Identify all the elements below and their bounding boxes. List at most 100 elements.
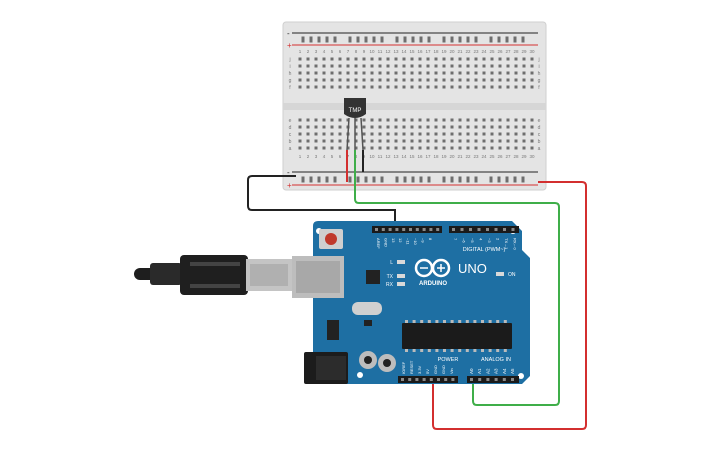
breadboard-hole[interactable] bbox=[394, 118, 398, 122]
breadboard-hole[interactable] bbox=[378, 118, 382, 122]
breadboard-hole[interactable] bbox=[410, 146, 414, 150]
breadboard-hole[interactable] bbox=[386, 139, 390, 143]
rail-hole[interactable] bbox=[489, 39, 493, 43]
rail-hole[interactable] bbox=[474, 36, 478, 40]
breadboard-hole[interactable] bbox=[402, 132, 406, 136]
rail-hole[interactable] bbox=[348, 39, 352, 43]
breadboard-hole[interactable] bbox=[458, 57, 462, 61]
rail-hole[interactable] bbox=[521, 36, 525, 40]
header-pin[interactable] bbox=[429, 378, 433, 381]
header-pin[interactable] bbox=[470, 378, 473, 381]
breadboard-hole[interactable] bbox=[346, 64, 350, 68]
rail-hole[interactable] bbox=[348, 176, 352, 180]
breadboard-hole[interactable] bbox=[354, 57, 358, 61]
breadboard-hole[interactable] bbox=[362, 64, 366, 68]
breadboard-hole[interactable] bbox=[378, 78, 382, 82]
rail-hole[interactable] bbox=[403, 179, 407, 183]
breadboard-hole[interactable] bbox=[330, 125, 334, 129]
breadboard-hole[interactable] bbox=[338, 132, 342, 136]
breadboard-hole[interactable] bbox=[442, 71, 446, 75]
header-pin[interactable] bbox=[494, 378, 498, 381]
breadboard-hole[interactable] bbox=[338, 118, 342, 122]
breadboard-hole[interactable] bbox=[490, 64, 494, 68]
rail-hole[interactable] bbox=[489, 36, 493, 40]
header-pin[interactable] bbox=[494, 228, 498, 231]
breadboard-hole[interactable] bbox=[362, 146, 366, 150]
breadboard-hole[interactable] bbox=[298, 85, 302, 89]
breadboard-hole[interactable] bbox=[442, 57, 446, 61]
breadboard-hole[interactable] bbox=[530, 146, 534, 150]
rail-hole[interactable] bbox=[411, 39, 415, 43]
breadboard-hole[interactable] bbox=[450, 139, 454, 143]
breadboard-hole[interactable] bbox=[530, 85, 534, 89]
rail-hole[interactable] bbox=[411, 179, 415, 183]
rail-hole[interactable] bbox=[458, 179, 462, 183]
header-pin[interactable] bbox=[469, 228, 472, 231]
rail-hole[interactable] bbox=[301, 179, 305, 183]
breadboard-hole[interactable] bbox=[450, 85, 454, 89]
breadboard-hole[interactable] bbox=[354, 146, 358, 150]
breadboard-hole[interactable] bbox=[346, 146, 350, 150]
breadboard-hole[interactable] bbox=[362, 85, 366, 89]
breadboard-hole[interactable] bbox=[522, 57, 526, 61]
breadboard-hole[interactable] bbox=[362, 132, 366, 136]
rail-hole[interactable] bbox=[309, 36, 313, 40]
breadboard-hole[interactable] bbox=[354, 118, 358, 122]
breadboard-hole[interactable] bbox=[362, 78, 366, 82]
breadboard-hole[interactable] bbox=[410, 57, 414, 61]
rail-hole[interactable] bbox=[505, 36, 509, 40]
rail-hole[interactable] bbox=[380, 179, 384, 183]
breadboard-hole[interactable] bbox=[370, 64, 374, 68]
rail-hole[interactable] bbox=[497, 179, 501, 183]
breadboard-hole[interactable] bbox=[514, 78, 518, 82]
breadboard[interactable]: - + - + 11223344556677889910101111121213… bbox=[282, 21, 547, 191]
breadboard-hole[interactable] bbox=[370, 71, 374, 75]
header-pin[interactable] bbox=[437, 378, 440, 381]
breadboard-hole[interactable] bbox=[410, 125, 414, 129]
breadboard-hole[interactable] bbox=[466, 64, 470, 68]
breadboard-hole[interactable] bbox=[482, 139, 486, 143]
header-pin[interactable] bbox=[388, 228, 392, 231]
breadboard-hole[interactable] bbox=[434, 118, 438, 122]
breadboard-hole[interactable] bbox=[474, 57, 478, 61]
rail-hole[interactable] bbox=[497, 39, 501, 43]
rail-hole[interactable] bbox=[325, 176, 329, 180]
breadboard-hole[interactable] bbox=[522, 125, 526, 129]
breadboard-hole[interactable] bbox=[418, 57, 422, 61]
breadboard-hole[interactable] bbox=[354, 125, 358, 129]
rail-hole[interactable] bbox=[372, 176, 376, 180]
breadboard-hole[interactable] bbox=[498, 139, 502, 143]
breadboard-hole[interactable] bbox=[442, 125, 446, 129]
breadboard-hole[interactable] bbox=[514, 125, 518, 129]
header-pin[interactable] bbox=[381, 228, 385, 231]
rail-hole[interactable] bbox=[427, 39, 431, 43]
breadboard-hole[interactable] bbox=[346, 85, 350, 89]
breadboard-hole[interactable] bbox=[330, 71, 334, 75]
breadboard-hole[interactable] bbox=[450, 125, 454, 129]
breadboard-hole[interactable] bbox=[306, 57, 310, 61]
rail-hole[interactable] bbox=[356, 39, 360, 43]
breadboard-hole[interactable] bbox=[426, 118, 430, 122]
breadboard-hole[interactable] bbox=[346, 78, 350, 82]
breadboard-hole[interactable] bbox=[370, 57, 374, 61]
rail-hole[interactable] bbox=[497, 36, 501, 40]
breadboard-hole[interactable] bbox=[434, 146, 438, 150]
breadboard-hole[interactable] bbox=[338, 78, 342, 82]
breadboard-hole[interactable] bbox=[386, 64, 390, 68]
breadboard-hole[interactable] bbox=[322, 132, 326, 136]
breadboard-hole[interactable] bbox=[458, 64, 462, 68]
breadboard-hole[interactable] bbox=[378, 146, 382, 150]
breadboard-hole[interactable] bbox=[506, 78, 510, 82]
rail-hole[interactable] bbox=[419, 179, 423, 183]
rail-hole[interactable] bbox=[317, 39, 321, 43]
breadboard-hole[interactable] bbox=[490, 125, 494, 129]
breadboard-hole[interactable] bbox=[386, 118, 390, 122]
breadboard-hole[interactable] bbox=[354, 64, 358, 68]
breadboard-hole[interactable] bbox=[370, 118, 374, 122]
breadboard-hole[interactable] bbox=[450, 146, 454, 150]
breadboard-hole[interactable] bbox=[322, 78, 326, 82]
breadboard-hole[interactable] bbox=[330, 132, 334, 136]
rail-hole[interactable] bbox=[403, 39, 407, 43]
breadboard-hole[interactable] bbox=[410, 64, 414, 68]
